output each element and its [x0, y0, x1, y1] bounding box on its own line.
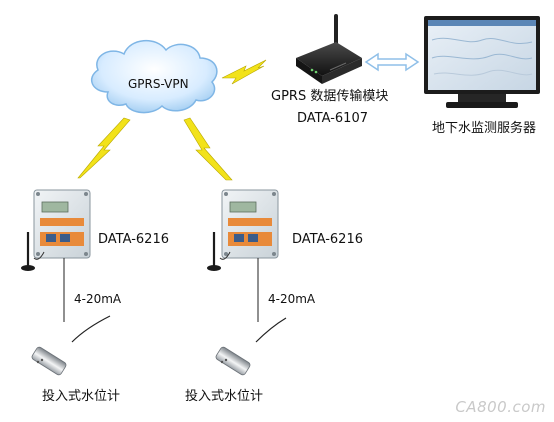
logger-model-label: DATA-6216 [98, 232, 169, 247]
pressure-sensor-icon [31, 315, 111, 376]
monitor-icon [424, 16, 540, 108]
lightning-bolt-icon [221, 59, 267, 85]
data-logger-icon [221, 189, 279, 259]
watermark: CA800.com [455, 398, 546, 416]
lightning-bolt-icon [183, 117, 233, 181]
cloud-icon [90, 40, 218, 114]
antenna-icon [207, 232, 231, 271]
cloud-label: GPRS-VPN [128, 77, 189, 91]
gprs-module-name: GPRS 数据传输模块 [271, 89, 389, 104]
wireless-router-icon [296, 14, 362, 84]
gprs-module-model: DATA-6107 [297, 111, 368, 126]
signal-type-label: 4-20mA [268, 292, 316, 306]
lightning-bolt-icon [77, 117, 131, 179]
data-logger-icon [33, 189, 91, 259]
logger-model-label: DATA-6216 [292, 232, 363, 247]
sensor-label: 投入式水位计 [185, 389, 264, 404]
pressure-sensor-icon [215, 317, 287, 376]
signal-type-label: 4-20mA [74, 292, 122, 306]
double-arrow-icon [364, 52, 420, 72]
sensor-label: 投入式水位计 [42, 389, 121, 404]
server-label: 地下水监测服务器 [432, 121, 537, 136]
antenna-icon [21, 232, 45, 271]
